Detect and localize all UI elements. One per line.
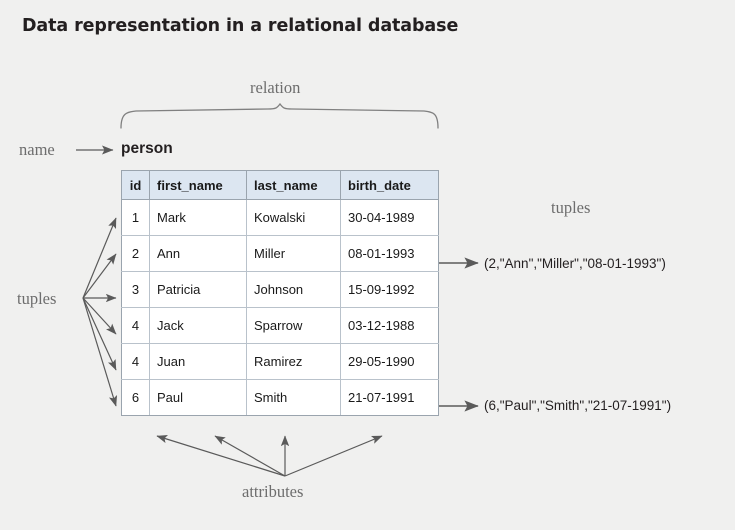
cell-birth-date: 30-04-1989 [340,199,439,236]
cell-birth-date: 08-01-1993 [340,235,439,272]
cell-id: 4 [121,307,150,344]
cell-birth-date: 15-09-1992 [340,271,439,308]
column-header-first-name: first_name [149,170,247,200]
page-title: Data representation in a relational data… [22,16,459,36]
cell-first-name: Jack [149,307,247,344]
cell-id: 6 [121,379,150,416]
cell-first-name: Juan [149,343,247,380]
table-row: 4 Jack Sparrow 03-12-1988 [121,307,439,344]
column-header-last-name: last_name [246,170,341,200]
cell-last-name: Smith [246,379,341,416]
table-name-person: person [121,140,173,157]
tuples-fan-arrows [82,217,118,407]
table-row: 3 Patricia Johnson 15-09-1992 [121,271,439,308]
tuple-example-1: (2,"Ann","Miller","08-01-1993") [484,256,666,271]
label-tuples-left: tuples [17,289,57,308]
cell-birth-date: 29-05-1990 [340,343,439,380]
cell-first-name: Ann [149,235,247,272]
label-tuples-right: tuples [551,198,591,217]
cell-id: 4 [121,343,150,380]
table-row: 4 Juan Ramirez 29-05-1990 [121,343,439,380]
cell-id: 1 [121,199,150,236]
cell-last-name: Johnson [246,271,341,308]
column-header-id: id [121,170,150,200]
relation-brace [120,102,439,129]
table-row: 1 Mark Kowalski 30-04-1989 [121,199,439,236]
tuple-example-arrows [437,257,479,412]
cell-birth-date: 21-07-1991 [340,379,439,416]
table-row: 6 Paul Smith 21-07-1991 [121,379,439,416]
cell-last-name: Sparrow [246,307,341,344]
attributes-fan-arrows [156,435,383,477]
cell-id: 2 [121,235,150,272]
cell-first-name: Paul [149,379,247,416]
label-name: name [19,140,55,159]
cell-birth-date: 03-12-1988 [340,307,439,344]
cell-id: 3 [121,271,150,308]
table-header-row: id first_name last_name birth_date [121,170,439,200]
person-table: id first_name last_name birth_date 1 Mar… [121,170,439,416]
table-row: 2 Ann Miller 08-01-1993 [121,235,439,272]
label-relation: relation [250,78,301,97]
cell-first-name: Mark [149,199,247,236]
label-attributes: attributes [242,482,304,501]
cell-last-name: Ramirez [246,343,341,380]
column-header-birth-date: birth_date [340,170,439,200]
cell-last-name: Miller [246,235,341,272]
cell-last-name: Kowalski [246,199,341,236]
cell-first-name: Patricia [149,271,247,308]
tuple-example-2: (6,"Paul","Smith","21-07-1991") [484,398,672,413]
